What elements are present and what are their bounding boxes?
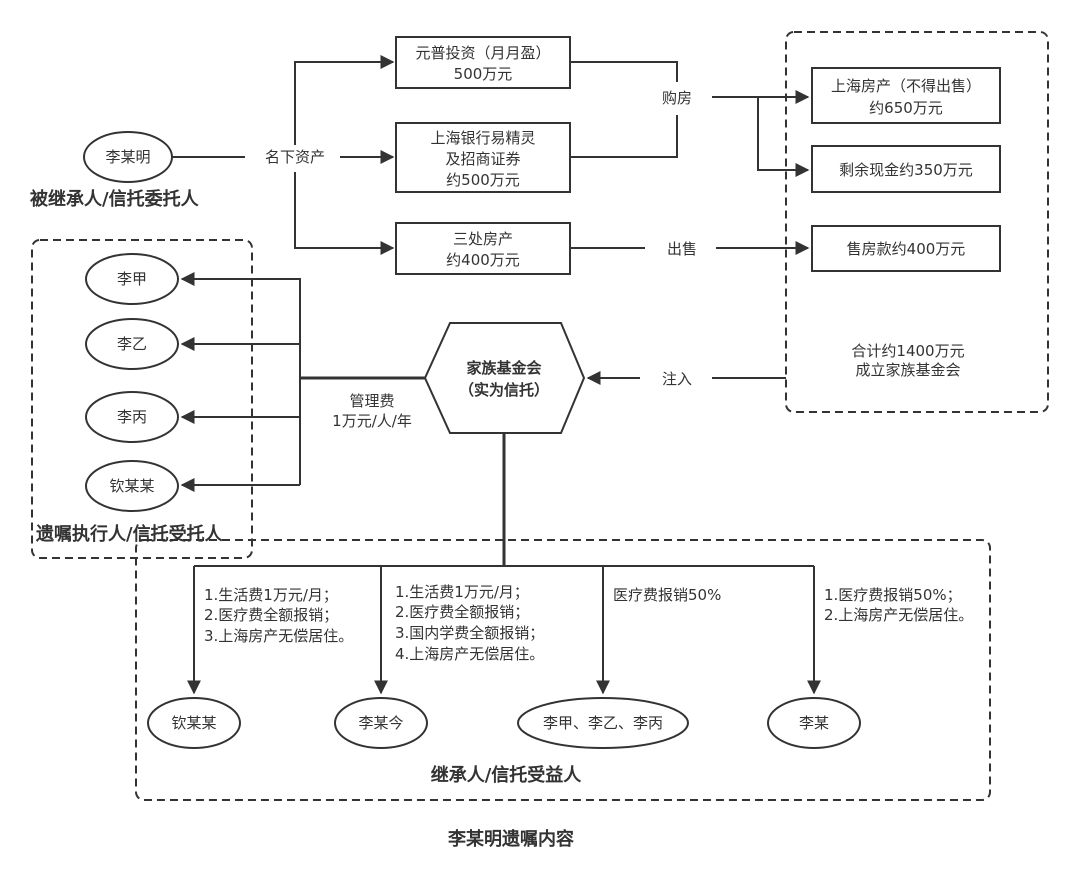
svg-text:上海银行易精灵: 上海银行易精灵 (430, 129, 535, 147)
pool-item-remaining-cash: 剩余现金约350万元 (811, 145, 1001, 193)
testator-role-label: 被继承人/信托委托人 (30, 188, 200, 210)
svg-text:1.生活费1万元/月；: 1.生活费1万元/月； (395, 583, 529, 601)
executor-node: 李甲 (85, 253, 179, 305)
edge-to-asset-1 (294, 55, 395, 145)
beneficiary-node: 李某 (767, 697, 861, 749)
svg-text:李某今: 李某今 (358, 714, 403, 732)
svg-text:1.生活费1万元/月；: 1.生活费1万元/月； (204, 586, 338, 604)
testator-name: 李某明 (105, 148, 150, 166)
action-label-inject: 注入 (662, 370, 692, 388)
action-label-buy-house: 购房 (662, 89, 692, 107)
svg-text:三处房产: 三处房产 (453, 230, 513, 248)
foundation-name: 家族基金会 (466, 359, 541, 377)
action-label-sell: 出售 (667, 240, 697, 258)
svg-text:售房款约400万元: 售房款约400万元 (847, 240, 966, 258)
beneficiary-node: 李甲、李乙、李丙 (517, 697, 689, 749)
svg-text:2.上海房产无偿居住。: 2.上海房产无偿居住。 (824, 606, 973, 624)
svg-text:钦某某: 钦某某 (109, 477, 154, 495)
svg-text:元普投资（月月盈）: 元普投资（月月盈） (415, 44, 550, 62)
svg-text:3.国内学费全额报销；: 3.国内学费全额报销； (395, 624, 544, 642)
svg-text:2.医疗费全额报销；: 2.医疗费全额报销； (395, 603, 529, 621)
management-fee-amount: 1万元/人/年 (332, 412, 412, 430)
svg-text:李乙: 李乙 (117, 335, 147, 353)
edge-asset2-to-buy (570, 115, 678, 158)
foundation-node: 家族基金会 （实为信托） (423, 322, 586, 434)
svg-text:约500万元: 约500万元 (446, 171, 520, 189)
asset-box-3: 三处房产 约400万元 (395, 222, 571, 275)
svg-text:李某: 李某 (799, 714, 829, 732)
svg-text:医疗费报销50%: 医疗费报销50% (613, 586, 721, 604)
svg-text:剩余现金约350万元: 剩余现金约350万元 (839, 161, 973, 179)
management-fee-label: 管理费 (349, 392, 394, 410)
executors-role-label: 遗嘱执行人/信托受托人 (35, 523, 224, 545)
testator-node: 李某明 (83, 131, 173, 183)
asset-box-1: 元普投资（月月盈） 500万元 (395, 36, 571, 89)
edge-buy-to-remaining-cash (757, 97, 810, 177)
svg-text:约650万元: 约650万元 (869, 99, 943, 117)
executor-node: 李丙 (85, 391, 179, 443)
svg-text:约400万元: 约400万元 (446, 251, 520, 269)
svg-text:李甲: 李甲 (117, 270, 147, 288)
svg-text:李丙: 李丙 (117, 408, 147, 426)
pool-item-shanghai-house: 上海房产（不得出售） 约650万元 (811, 67, 1001, 124)
edge-asset1-to-buy (570, 61, 678, 82)
pool-purpose: 成立家族基金会 (855, 361, 960, 379)
pool-item-sale-proceeds: 售房款约400万元 (811, 225, 1001, 272)
beneficiary-node: 钦某某 (147, 697, 241, 749)
beneficiary-terms-3: 医疗费报销50% (613, 586, 721, 604)
executor-node: 李乙 (85, 318, 179, 370)
edge-label-assets: 名下资产 (265, 148, 325, 166)
beneficiary-node: 李某今 (334, 697, 428, 749)
svg-text:上海房产（不得出售）: 上海房产（不得出售） (831, 77, 981, 95)
beneficiary-terms-1: 1.生活费1万元/月； 2.医疗费全额报销； 3.上海房产无偿居住。 (204, 586, 353, 645)
beneficiaries-group (135, 539, 991, 801)
asset-box-2: 上海银行易精灵 及招商证券 约500万元 (395, 122, 571, 193)
svg-text:李甲、李乙、李丙: 李甲、李乙、李丙 (543, 714, 663, 732)
svg-text:2.医疗费全额报销；: 2.医疗费全额报销； (204, 606, 338, 624)
svg-text:及招商证券: 及招商证券 (445, 150, 520, 168)
svg-text:3.上海房产无偿居住。: 3.上海房产无偿居住。 (204, 627, 353, 645)
executor-node: 钦某某 (85, 460, 179, 512)
svg-text:4.上海房产无偿居住。: 4.上海房产无偿居住。 (395, 645, 544, 663)
beneficiary-terms-4: 1.医疗费报销50%； 2.上海房产无偿居住。 (824, 586, 973, 624)
beneficiaries-role-label: 继承人/信托受益人 (431, 764, 583, 786)
pool-total: 合计约1400万元 (851, 342, 964, 360)
diagram-title: 李某明遗嘱内容 (447, 828, 574, 850)
asset-pool-group (785, 31, 1049, 413)
svg-text:1.医疗费报销50%；: 1.医疗费报销50%； (824, 586, 962, 604)
edge-to-asset-3 (294, 172, 395, 255)
executors-group (31, 239, 253, 559)
beneficiary-terms-2: 1.生活费1万元/月； 2.医疗费全额报销； 3.国内学费全额报销； 4.上海房… (395, 583, 544, 663)
svg-text:500万元: 500万元 (454, 65, 513, 83)
foundation-note: （实为信托） (459, 381, 549, 399)
svg-text:钦某某: 钦某某 (171, 714, 216, 732)
